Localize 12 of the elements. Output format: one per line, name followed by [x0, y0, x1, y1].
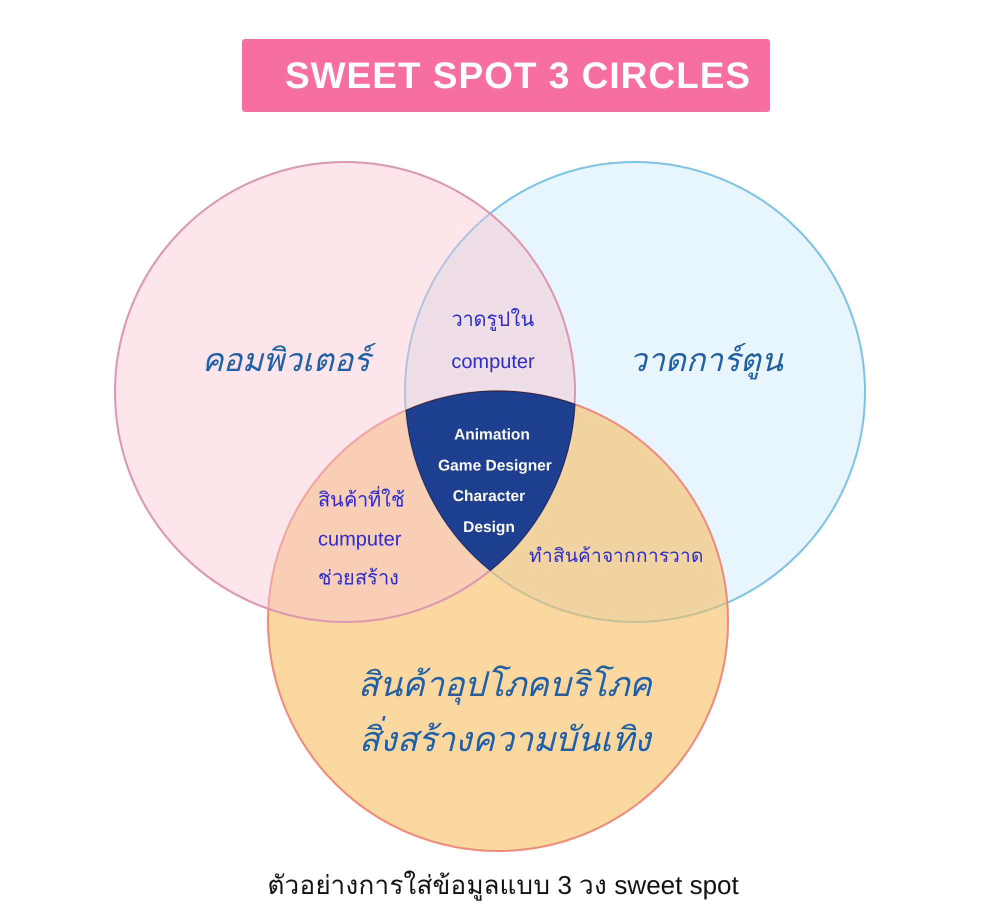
overlap-label: Game Designer [438, 456, 552, 476]
circle-label: คอมพิวเตอร์ [194, 335, 378, 385]
overlap-label: Character Design [452, 486, 526, 538]
title: SWEET SPOT 3 CIRCLES [284, 54, 752, 96]
circle-label: วาดการ์ตูน [628, 341, 784, 382]
caption: ตัวอย่างการใส่ข้อมูลแบบ 3 วง sweet spot [267, 869, 739, 902]
overlap-text: ทำสินค้าจากการวาด [529, 545, 703, 569]
overlap-text: สินค้าที่ใช้ cumputer ช่วยสร้าง [318, 482, 430, 598]
circle-label: สิ่งสร้างความบันเทิง [351, 714, 659, 766]
overlap-label: Animation [454, 425, 530, 446]
circle-label: สินค้าอุปโภคบริโภค [357, 664, 653, 707]
overlap-text: วาดรูปใน computer [450, 307, 536, 375]
